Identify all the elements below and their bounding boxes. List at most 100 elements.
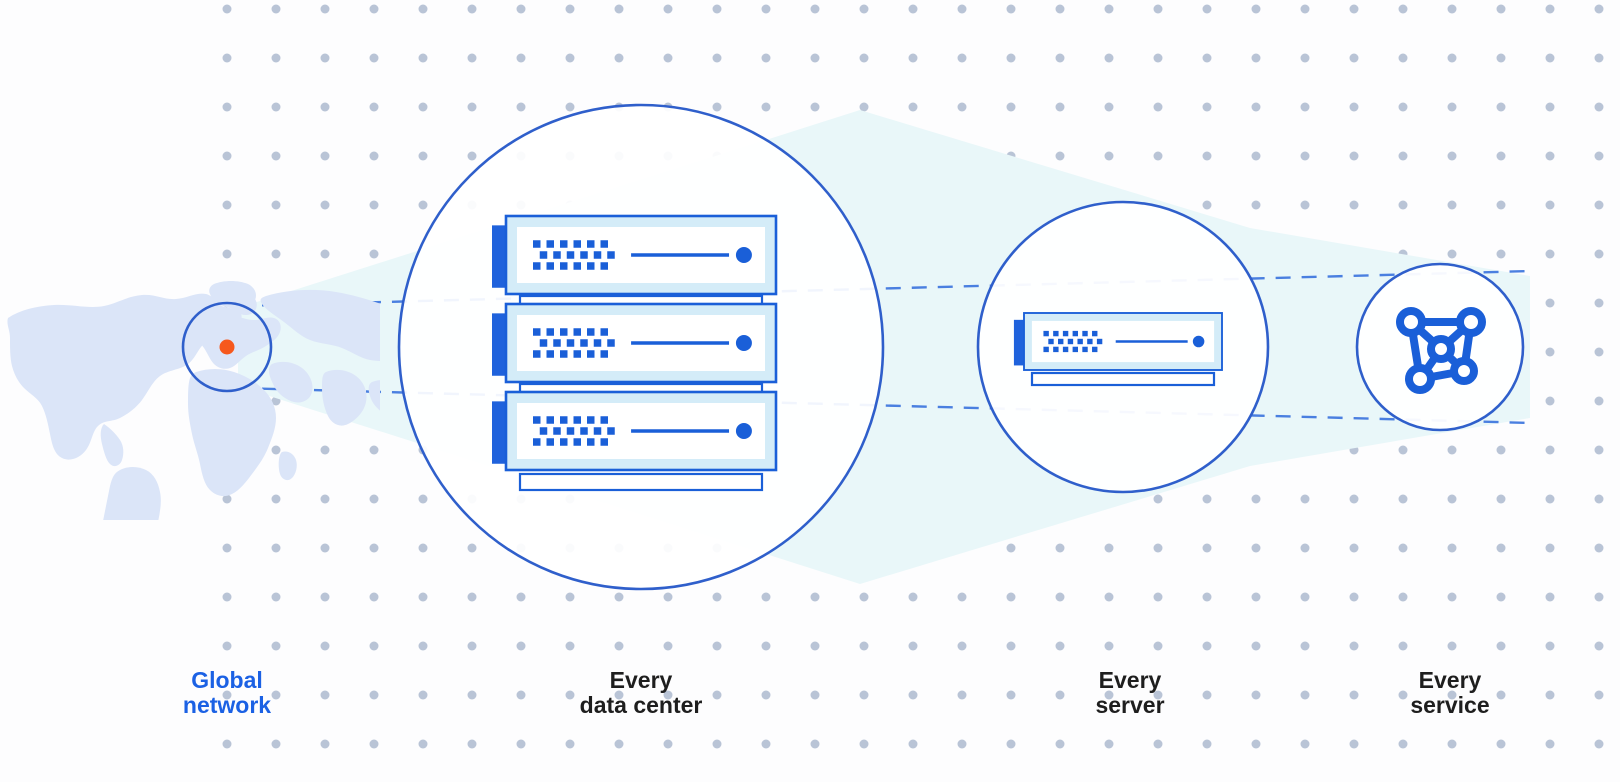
server-vent-square: [580, 339, 588, 347]
grid-dot: [222, 200, 232, 210]
grid-dot: [761, 53, 771, 63]
grid-dot: [1545, 445, 1555, 455]
grid-dot: [369, 200, 379, 210]
grid-dot: [663, 53, 673, 63]
server-vent-square: [1082, 346, 1088, 353]
server-vent-square: [533, 416, 541, 424]
grid-dot: [271, 151, 281, 161]
server-vent-square: [560, 350, 568, 358]
grid-dot: [908, 739, 918, 749]
grid-dot: [859, 4, 869, 14]
grid-dot: [1153, 641, 1163, 651]
grid-dot: [1496, 4, 1506, 14]
grid-dot: [565, 592, 575, 602]
server-vent-square: [539, 427, 548, 435]
grid-dot: [712, 641, 722, 651]
server-vent-square: [1082, 330, 1088, 337]
grid-dot: [1300, 543, 1310, 553]
grid-dot: [1202, 690, 1212, 700]
grid-dot: [712, 592, 722, 602]
server-vent-square: [587, 416, 595, 424]
grid-dot: [663, 592, 673, 602]
grid-dot: [418, 53, 428, 63]
grid-dot: [418, 641, 428, 651]
grid-dot: [1349, 200, 1359, 210]
grid-dot: [418, 690, 428, 700]
grid-dot: [1006, 4, 1016, 14]
single-server: [1013, 312, 1223, 387]
server-vent-square: [533, 328, 541, 336]
grid-dot: [1251, 102, 1261, 112]
server-vent-square: [600, 240, 608, 248]
grid-dot: [467, 151, 477, 161]
grid-dot: [320, 151, 330, 161]
grid-dot: [467, 543, 477, 553]
grid-dot: [1447, 102, 1457, 112]
grid-dot: [1202, 543, 1212, 553]
grid-dot: [1398, 102, 1408, 112]
grid-dot: [1300, 4, 1310, 14]
grid-dot: [1594, 200, 1604, 210]
grid-dot: [859, 592, 869, 602]
grid-dot: [810, 690, 820, 700]
server-vent-square: [553, 339, 561, 347]
grid-dot: [418, 200, 428, 210]
grid-dot: [1594, 347, 1604, 357]
grid-dot: [1447, 53, 1457, 63]
server-vent-square: [1072, 346, 1078, 353]
grid-dot: [1594, 298, 1604, 308]
grid-dot: [1545, 396, 1555, 406]
label-every-service: Every service: [1410, 667, 1490, 718]
grid-dot: [1251, 641, 1261, 651]
grid-dot: [222, 739, 232, 749]
network-graph-icon: [1396, 307, 1486, 394]
grid-dot: [1300, 690, 1310, 700]
server-vent-square: [533, 240, 541, 248]
grid-dot: [712, 53, 722, 63]
grid-dot: [1496, 445, 1506, 455]
grid-dot: [1496, 739, 1506, 749]
grid-dot: [565, 641, 575, 651]
grid-dot: [1398, 543, 1408, 553]
grid-dot: [1055, 102, 1065, 112]
grid-dot: [1202, 53, 1212, 63]
grid-dot: [1153, 494, 1163, 504]
server-vent-square: [533, 262, 541, 270]
grid-dot: [761, 102, 771, 112]
grid-dot: [1349, 543, 1359, 553]
grid-dot: [1545, 249, 1555, 259]
server-vent-square: [1058, 338, 1064, 345]
server-vent-square: [587, 328, 595, 336]
server-vent-square: [587, 350, 595, 358]
grid-dot: [320, 445, 330, 455]
grid-dot: [369, 690, 379, 700]
grid-dot: [320, 200, 330, 210]
grid-dot: [320, 4, 330, 14]
grid-dot: [663, 690, 673, 700]
grid-dot: [1398, 151, 1408, 161]
grid-dot: [1300, 641, 1310, 651]
grid-dot: [1300, 494, 1310, 504]
server-vent-square: [573, 240, 581, 248]
grid-dot: [1202, 641, 1212, 651]
server-led: [1192, 335, 1205, 348]
grid-dot: [1496, 592, 1506, 602]
grid-dot: [614, 592, 624, 602]
grid-dot: [1349, 4, 1359, 14]
grid-dot: [418, 494, 428, 504]
grid-dot: [222, 53, 232, 63]
grid-dot: [1251, 690, 1261, 700]
server-vent-square: [1043, 346, 1049, 353]
grid-dot: [467, 739, 477, 749]
server-vent-square: [546, 262, 554, 270]
grid-dot: [859, 690, 869, 700]
grid-dot: [859, 641, 869, 651]
grid-dot: [1055, 53, 1065, 63]
grid-dot: [1202, 4, 1212, 14]
grid-dot: [418, 151, 428, 161]
server-vent-square: [580, 251, 588, 259]
grid-dot: [1594, 592, 1604, 602]
grid-dot: [908, 641, 918, 651]
